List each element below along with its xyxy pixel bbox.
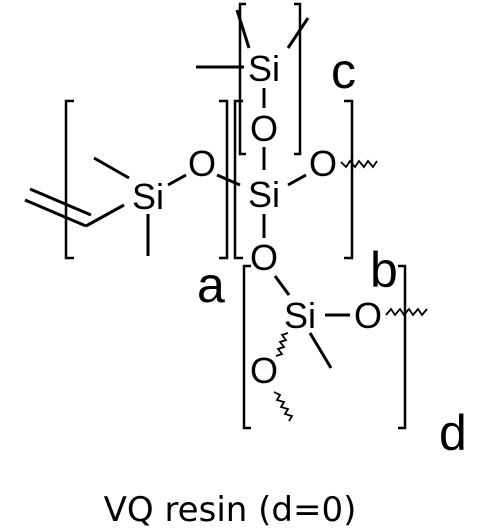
bond-si-center-o-right <box>287 173 307 187</box>
atom-o-top: O <box>250 108 278 149</box>
atom-o-lower-left: O <box>250 350 278 391</box>
wavy-bond-si-lower-o-lower-left <box>275 332 289 357</box>
bracket-b-right <box>344 99 354 260</box>
bracket-d-left <box>242 264 251 430</box>
methyl-bond-left-upper <box>93 156 130 180</box>
bracket-c-right <box>294 2 302 156</box>
atom-si-top: Si <box>248 48 280 89</box>
subscript-a: a <box>197 257 225 313</box>
vinyl-bond <box>85 203 125 228</box>
bond-si-left-o-left <box>167 173 187 187</box>
caption: VQ resin (d=0) <box>104 490 357 530</box>
bracket-c-left <box>238 2 246 156</box>
bracket-b-left <box>233 99 243 260</box>
bond-o-left-si-center <box>216 173 241 187</box>
bond-top-right <box>286 17 310 49</box>
atom-o-right: O <box>309 143 337 184</box>
subscript-c: c <box>331 43 356 99</box>
wavy-bond-lower-right <box>385 307 428 317</box>
methyl-bond-lower <box>308 332 333 369</box>
atom-si-left: Si <box>132 176 164 217</box>
bracket-d-right <box>398 264 407 430</box>
bond-o-bottom-si-lower <box>273 275 291 296</box>
bracket-a-left <box>64 99 74 260</box>
subscript-b: b <box>370 242 398 298</box>
atom-o-bottom: O <box>250 237 278 278</box>
wavy-bond-o-lower-left <box>273 391 294 422</box>
subscript-d: d <box>439 405 467 461</box>
atom-o-lower-right: O <box>354 295 382 336</box>
atom-si-center: Si <box>248 174 280 215</box>
vinyl-double-bond-2 <box>29 187 92 217</box>
vinyl-double-bond-1 <box>24 198 87 228</box>
atom-si-lower: Si <box>284 295 316 336</box>
atom-o-left: O <box>188 143 216 184</box>
wavy-bond-right <box>340 159 378 169</box>
